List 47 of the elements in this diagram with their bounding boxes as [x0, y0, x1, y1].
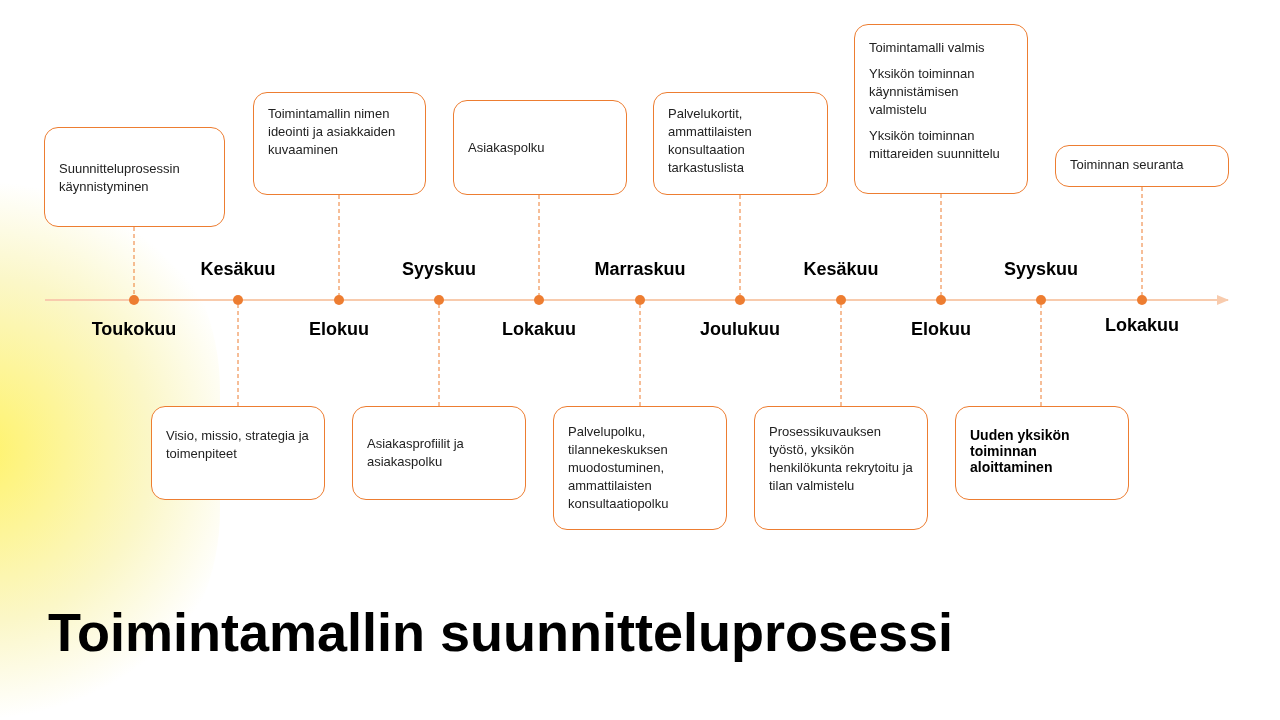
event-text: Suunnitteluprosessin käynnistyminen: [59, 160, 181, 196]
event-box: [151, 406, 325, 500]
event-text: Palvelupolku, tilannekeskuksen muodostuminen, ammattilaisten konsultaatiopolku: [568, 423, 670, 513]
dashed-connector: [538, 194, 540, 296]
month-label: Kesäkuu: [803, 258, 879, 280]
event-box: [253, 92, 426, 195]
month-label: Marraskuu: [594, 258, 686, 280]
month-label: Joulukuu: [700, 318, 780, 340]
month-label: Elokuu: [309, 318, 369, 340]
event-text: Toimintamallin nimen ideointi ja asiakkaiden kuvaaminen: [268, 105, 397, 159]
event-text: Uuden yksikön toiminnan aloittaminen: [970, 427, 1071, 475]
title: Toimintamallin suunnitteluprosessi: [48, 601, 954, 664]
event-text: Toimintamalli valmis: [869, 39, 986, 57]
event-box: [453, 100, 627, 195]
event-text: Asiakaspolku: [468, 139, 546, 157]
month-label: Toukokuu: [91, 318, 177, 340]
dashed-connector: [1040, 304, 1042, 407]
dashed-connector: [739, 194, 741, 296]
event-text: Asiakasprofiilit ja asiakaspolku: [367, 435, 465, 471]
event-box: [44, 127, 225, 227]
event-box: [754, 406, 928, 530]
event-text: Visio, missio, strategia ja toimenpiteet: [166, 427, 310, 463]
dashed-connector: [840, 304, 842, 407]
event-text: Yksikön toiminnan käynnistämisen valmistelu: [869, 65, 976, 119]
event-text: Palvelukortit, ammattilaisten konsultaation tarkastuslista: [668, 105, 753, 177]
month-label: Elokuu: [911, 318, 971, 340]
event-box: [352, 406, 526, 500]
event-box: [1055, 145, 1229, 187]
month-label: Syyskuu: [1004, 258, 1078, 280]
dashed-connector: [438, 304, 440, 407]
dashed-connector: [639, 304, 641, 407]
dashed-connector: [1141, 186, 1143, 296]
dashed-connector: [237, 304, 239, 407]
month-label: Lokakuu: [1105, 314, 1179, 336]
month-label: Syyskuu: [402, 258, 476, 280]
event-text: Toiminnan seuranta: [1070, 156, 1185, 174]
event-text: Prosessikuvauksen työstö, yksikön henkilökunta rekrytoitu ja tilan valmistelu: [769, 423, 913, 495]
dashed-connector: [338, 194, 340, 296]
event-box: [553, 406, 727, 530]
event-box: [854, 24, 1028, 194]
event-box: [653, 92, 828, 195]
event-text: Yksikön toiminnan mittareiden suunnittelu: [869, 127, 1001, 163]
event-box: [955, 406, 1129, 500]
dashed-connector: [133, 226, 135, 296]
dashed-connector: [940, 193, 942, 296]
month-label: Kesäkuu: [200, 258, 276, 280]
month-label: Lokakuu: [502, 318, 576, 340]
